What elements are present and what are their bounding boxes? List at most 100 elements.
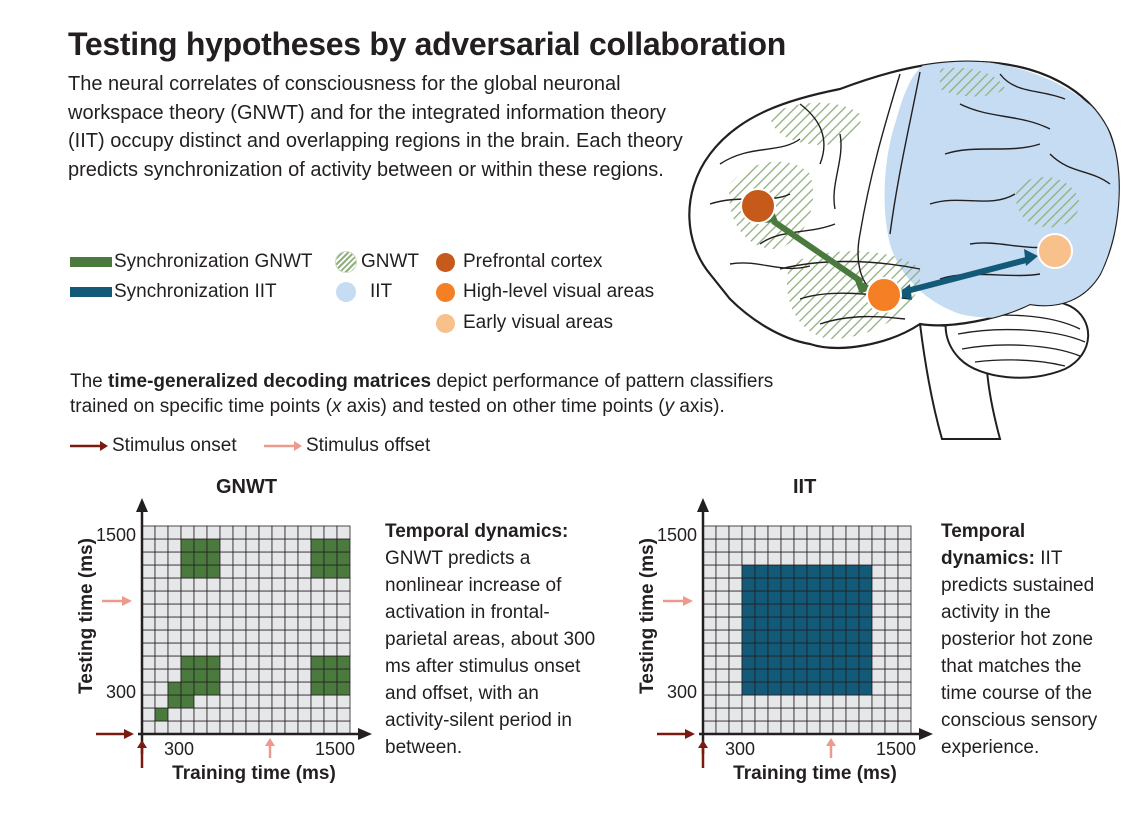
matrix-cell-active — [741, 590, 756, 605]
matrix-cell — [258, 642, 273, 657]
matrix-cell — [154, 616, 169, 631]
matrix-cell — [297, 642, 312, 657]
matrix-cell — [884, 655, 899, 670]
matrix-cell-active — [845, 590, 860, 605]
matrix-cell — [728, 577, 743, 592]
matrix-cell-active — [793, 577, 808, 592]
matrix-cell — [219, 551, 234, 566]
matrix-cell — [702, 564, 717, 579]
iit-xtick-right: 1500 — [876, 739, 916, 759]
matrix-cell — [193, 616, 208, 631]
matrix-cell — [271, 668, 286, 683]
matrix-cell — [806, 694, 821, 709]
gnwt-ylabel: Testing time (ms) — [76, 538, 97, 694]
matrix-cell — [258, 525, 273, 540]
matrix-cell-active — [323, 538, 338, 553]
matrix-cell — [297, 655, 312, 670]
matrix-cell-active — [741, 603, 756, 618]
matrix-cell — [845, 694, 860, 709]
legend-iit: IIT — [335, 281, 392, 303]
sync-iit-swatch — [70, 287, 112, 297]
matrix-cell — [858, 538, 873, 553]
matrix-cell-active — [845, 616, 860, 631]
legend-high-visual-label: High-level visual areas — [463, 281, 655, 302]
matrix-cell — [323, 603, 338, 618]
matrix-cell — [702, 720, 717, 735]
matrix-cell-active — [741, 655, 756, 670]
matrix-cell — [193, 603, 208, 618]
matrix-cell-active — [741, 642, 756, 657]
matrix-cell — [897, 538, 912, 553]
matrix-cell — [871, 720, 886, 735]
matrix-cell — [284, 720, 299, 735]
matrix-cell-active — [832, 590, 847, 605]
matrix-cell — [310, 629, 325, 644]
matrix-cell — [258, 603, 273, 618]
matrix-cell — [232, 525, 247, 540]
matrix-cell-active — [832, 668, 847, 683]
matrix-cell-active — [754, 629, 769, 644]
iit-xtick-left: 300 — [725, 739, 755, 759]
matrix-cell — [702, 616, 717, 631]
matrix-cell-active — [167, 681, 182, 696]
decoding-rest-1: depict performance of pattern classifier… — [70, 371, 774, 417]
matrix-cell — [297, 538, 312, 553]
matrix-cell — [297, 590, 312, 605]
matrix-cell — [154, 577, 169, 592]
matrix-cell — [154, 538, 169, 553]
matrix-cell-active — [780, 616, 795, 631]
matrix-cell — [167, 525, 182, 540]
matrix-cell — [336, 603, 351, 618]
matrix-cell — [871, 564, 886, 579]
matrix-cell — [715, 655, 730, 670]
matrix-cell — [728, 629, 743, 644]
matrix-cell-active — [193, 564, 208, 579]
matrix-cell-active — [180, 538, 195, 553]
matrix-cell-active — [793, 642, 808, 657]
matrix-cell — [767, 525, 782, 540]
high-level-visual-node — [866, 277, 902, 313]
matrix-cell — [884, 707, 899, 722]
matrix-cell — [819, 538, 834, 553]
matrix-cell — [884, 603, 899, 618]
matrix-cell — [258, 629, 273, 644]
matrix-cell-active — [767, 564, 782, 579]
matrix-cell — [258, 655, 273, 670]
matrix-cell — [871, 642, 886, 657]
matrix-cell — [271, 642, 286, 657]
matrix-cell-active — [806, 590, 821, 605]
decoding-y: y — [664, 395, 675, 417]
matrix-cell — [167, 577, 182, 592]
matrix-cell-active — [767, 668, 782, 683]
iit-xlabel: Training time (ms) — [733, 763, 897, 784]
intro-text: The neural correlates of consciousness f… — [68, 73, 683, 181]
matrix-cell-active — [741, 681, 756, 696]
matrix-cell — [702, 525, 717, 540]
matrix-cell — [845, 538, 860, 553]
gnwt-region-occipital — [1015, 176, 1080, 228]
matrix-cell — [271, 707, 286, 722]
matrix-cell — [871, 616, 886, 631]
matrix-cell-active — [323, 551, 338, 566]
matrix-cell-active — [767, 655, 782, 670]
stimulus-onset-legend: Stimulus onset — [70, 435, 237, 457]
matrix-cell — [871, 590, 886, 605]
matrix-cell — [167, 720, 182, 735]
matrix-cell — [154, 564, 169, 579]
iit-y-axis-arrowhead — [697, 498, 709, 512]
matrix-cell — [193, 525, 208, 540]
matrix-cell-active — [767, 577, 782, 592]
matrix-cell — [897, 551, 912, 566]
matrix-cell — [245, 642, 260, 657]
matrix-cell — [232, 551, 247, 566]
matrix-cell-active — [180, 668, 195, 683]
matrix-cell-active — [832, 655, 847, 670]
matrix-cell — [219, 694, 234, 709]
iit-region-swatch — [336, 282, 356, 302]
matrix-cell — [167, 564, 182, 579]
matrix-cell — [336, 577, 351, 592]
stimulus-onset-label: Stimulus onset — [112, 435, 237, 456]
matrix-cell — [297, 668, 312, 683]
matrix-cell — [258, 551, 273, 566]
matrix-cell — [845, 525, 860, 540]
